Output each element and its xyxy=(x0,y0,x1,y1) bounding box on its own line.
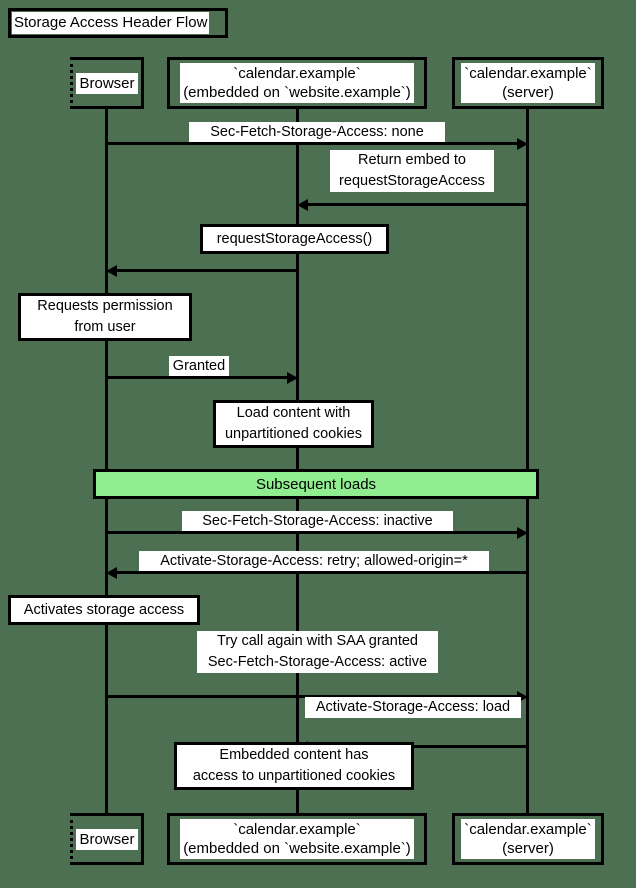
participant-box-embed-top[interactable]: `calendar.example` (embedded on `website… xyxy=(167,57,427,109)
participant-box-browser-bottom[interactable]: Browser xyxy=(70,813,144,865)
participant-label-embed-bottom: `calendar.example` (embedded on `website… xyxy=(180,819,414,859)
participant-box-server-top[interactable]: `calendar.example` (server) xyxy=(452,57,604,109)
message-arrow-m6 xyxy=(114,571,527,574)
diagram-title: Storage Access Header Flow xyxy=(12,12,210,34)
message-arrowhead-m7 xyxy=(517,690,528,703)
message-arrow-m1 xyxy=(106,142,521,145)
note-embedded-content-access: Embedded content has access to unpartiti… xyxy=(174,742,414,790)
lifeline-server xyxy=(526,109,529,813)
message-arrow-m4 xyxy=(106,376,289,379)
section-divider-label: Subsequent loads xyxy=(255,475,377,493)
message-arrowhead-m6 xyxy=(106,566,117,579)
lifeline-embed xyxy=(296,109,299,813)
participant-label-server-bottom: `calendar.example` (server) xyxy=(461,819,595,859)
note-activates-storage-access: Activates storage access xyxy=(8,595,200,625)
lifeline-browser xyxy=(105,109,108,813)
note-requests-permission: Requests permission from user xyxy=(18,293,192,341)
message-arrowhead-m4 xyxy=(287,371,298,384)
message-arrow-m3 xyxy=(114,269,297,272)
message-label-m6: Activate-Storage-Access: retry; allowed-… xyxy=(139,551,489,572)
participant-box-browser-top[interactable]: Browser xyxy=(70,57,144,109)
message-label-m7: Try call again with SAA granted Sec-Fetc… xyxy=(197,631,438,673)
message-label-m5: Sec-Fetch-Storage-Access: inactive xyxy=(182,511,453,532)
note-load-content: Load content with unpartitioned cookies xyxy=(213,400,374,448)
participant-label-browser-bottom: Browser xyxy=(76,828,138,850)
message-label-m1: Sec-Fetch-Storage-Access: none xyxy=(189,122,445,143)
participant-box-embed-bottom[interactable]: `calendar.example` (embedded on `website… xyxy=(167,813,427,865)
message-note-m3: requestStorageAccess() xyxy=(200,224,389,254)
message-label-m2: Return embed to requestStorageAccess xyxy=(330,150,494,192)
message-arrow-m7 xyxy=(106,695,521,698)
message-arrowhead-m1 xyxy=(517,137,528,150)
participant-box-server-bottom[interactable]: `calendar.example` (server) xyxy=(452,813,604,865)
section-divider-subsequent-loads: Subsequent loads xyxy=(93,469,539,499)
message-arrow-m8 xyxy=(305,745,527,748)
message-label-m8: Activate-Storage-Access: load xyxy=(305,697,521,718)
participant-label-embed-top: `calendar.example` (embedded on `website… xyxy=(180,63,414,103)
diagram-title-frame xyxy=(8,8,228,38)
participant-label-server-top: `calendar.example` (server) xyxy=(461,63,595,103)
participant-label-browser-top: Browser xyxy=(76,72,138,94)
message-arrowhead-m5 xyxy=(517,526,528,539)
message-arrow-m5 xyxy=(106,531,521,534)
message-label-m4: Granted xyxy=(169,356,229,377)
message-arrowhead-m3 xyxy=(106,264,117,277)
message-arrow-m2 xyxy=(305,203,527,206)
message-arrowhead-m2 xyxy=(297,198,308,211)
